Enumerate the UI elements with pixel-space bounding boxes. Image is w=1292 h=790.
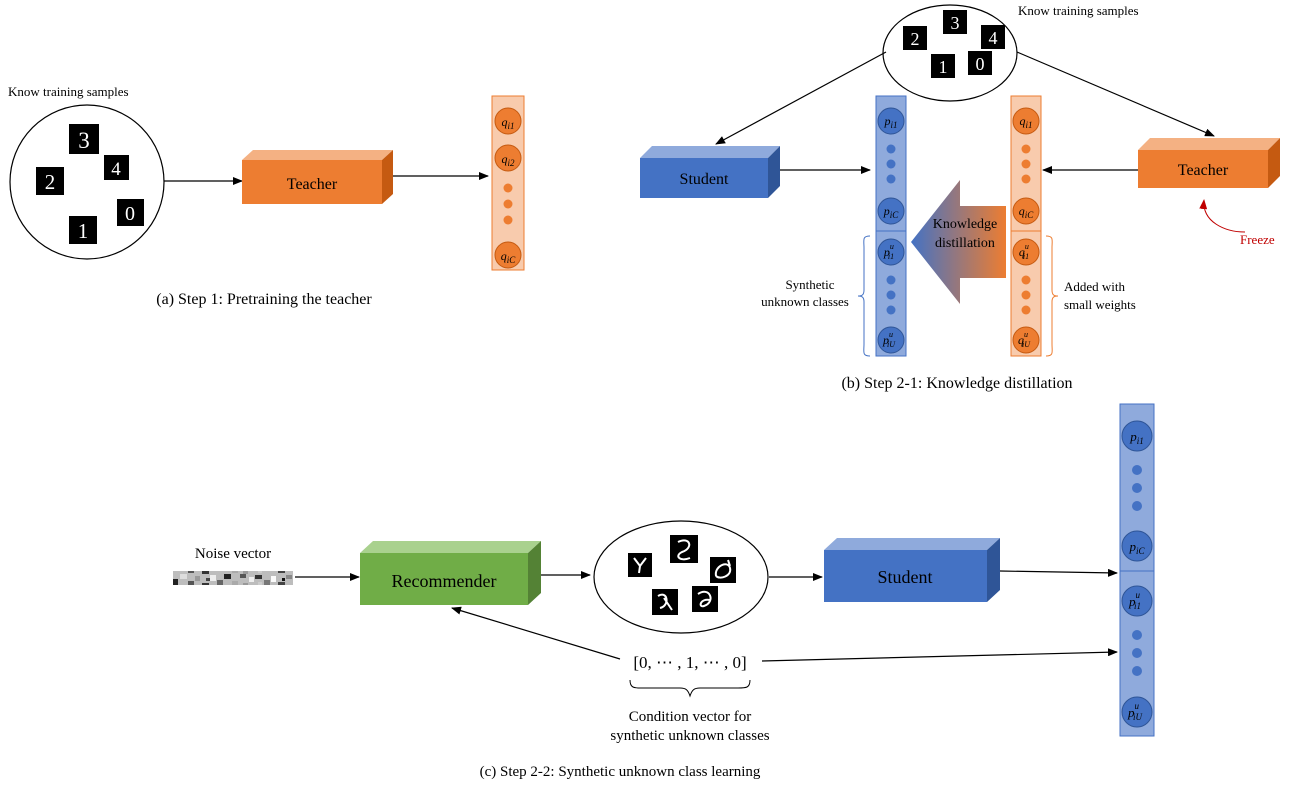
known-samples-label-a: Know training samples <box>8 84 129 99</box>
svg-text:Knowledge: Knowledge <box>933 217 998 232</box>
student-label-c: Student <box>877 567 932 587</box>
teacher-box-b: Teacher <box>1138 138 1280 188</box>
known-samples-label-b: Know training samples <box>1018 3 1139 18</box>
svg-text:1: 1 <box>939 57 948 77</box>
svg-text:4: 4 <box>111 159 121 180</box>
svg-text:4: 4 <box>989 28 998 48</box>
freeze-label: Freeze <box>1240 232 1275 247</box>
caption-b: (b) Step 2-1: Knowledge distillation <box>841 375 1072 392</box>
svg-text:0: 0 <box>125 203 135 225</box>
teacher-box-a: Teacher <box>242 150 393 204</box>
generated-samples-ellipse <box>593 520 769 634</box>
digit-images-a: 3 4 2 0 1 <box>36 124 144 244</box>
svg-text:small weights: small weights <box>1064 297 1136 312</box>
noise-vector-label: Noise vector <box>195 546 271 562</box>
condition-vector: [0, ⋯ , 1, ⋯ , 0] <box>633 653 746 672</box>
teacher-output-column-a: qi1 qi2 qiC <box>491 95 525 271</box>
svg-text:2: 2 <box>45 170 56 194</box>
svg-text:1: 1 <box>78 219 89 243</box>
svg-text:unknown classes: unknown classes <box>761 294 849 309</box>
panel-a: Know training samples 3 4 2 0 1 Teacher … <box>8 84 525 308</box>
added-small-weights-label: Added with <box>1064 279 1126 294</box>
teacher-label-a: Teacher <box>287 176 338 193</box>
svg-text:synthetic unknown classes: synthetic unknown classes <box>610 728 769 744</box>
svg-text:0: 0 <box>976 54 985 74</box>
student-box-c: Student <box>824 538 1000 602</box>
recommender-label: Recommender <box>392 571 497 591</box>
student-label-b: Student <box>680 171 729 188</box>
recommender-box: Recommender <box>360 541 541 605</box>
caption-c: (c) Step 2-2: Synthetic unknown class le… <box>480 764 761 780</box>
knowledge-distillation-arrow: Knowledge distillation <box>911 180 1006 304</box>
svg-text:2: 2 <box>911 29 920 49</box>
condition-caption: Condition vector for <box>629 709 751 725</box>
noise-vector-image <box>173 571 293 585</box>
student-box-b: Student <box>640 146 780 198</box>
synthetic-unknown-label: Synthetic <box>785 277 834 292</box>
svg-text:3: 3 <box>78 128 90 153</box>
panel-b: Know training samples 2 3 4 1 0 Student … <box>640 3 1280 392</box>
svg-text:distillation: distillation <box>935 236 995 251</box>
teacher-label-b: Teacher <box>1178 162 1229 179</box>
svg-text:3: 3 <box>951 13 960 33</box>
digit-images-b: 2 3 4 1 0 <box>903 10 1005 78</box>
panel-c: Noise vector Recommender Student <box>173 403 1155 780</box>
caption-a: (a) Step 1: Pretraining the teacher <box>156 291 372 308</box>
generated-sample-images <box>628 535 736 615</box>
